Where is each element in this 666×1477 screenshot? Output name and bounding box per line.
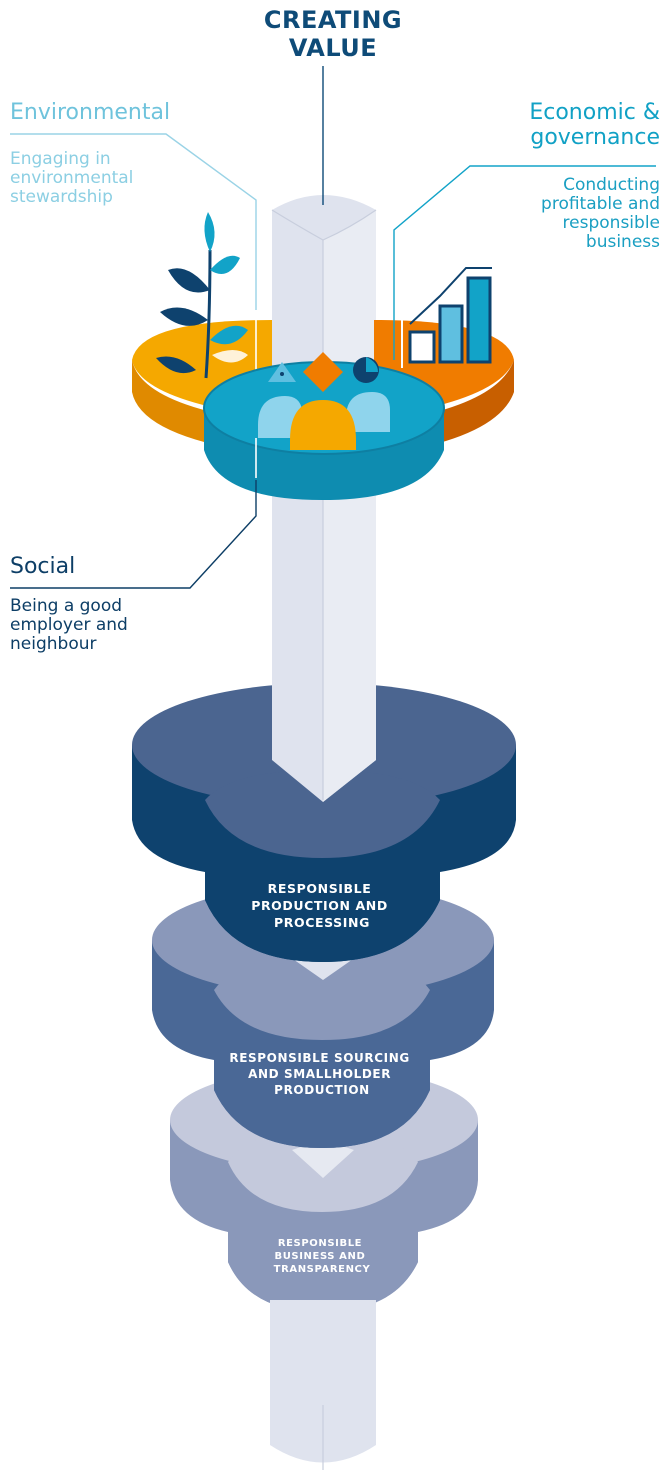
economic-title: Economic & governance — [529, 100, 660, 150]
social-leader-line — [10, 480, 257, 589]
layer-label-sourcing: RESPONSIBLE SOURCING AND SMALLHOLDER PRO… — [229, 1051, 414, 1097]
environmental-title: Environmental — [10, 100, 171, 125]
page-title: CREATING VALUE — [263, 6, 403, 62]
layer-label-business: RESPONSIBLE BUSINESS AND TRANSPARENCY — [274, 1238, 371, 1275]
people-icon — [258, 352, 390, 450]
plant-icon — [156, 212, 248, 379]
economic-leader-line — [393, 165, 656, 360]
environmental-description: Engaging in environmental stewardship — [10, 149, 134, 207]
layer-label-production: RESPONSIBLE PRODUCTION AND PROCESSING — [251, 881, 393, 930]
bar-chart-icon — [401, 267, 492, 368]
social-description: Being a good employer and neighbour — [10, 596, 128, 654]
social-title: Social — [10, 554, 76, 579]
environmental-leader-line — [10, 133, 257, 310]
economic-description: Conducting profitable and responsible bu… — [541, 175, 660, 252]
